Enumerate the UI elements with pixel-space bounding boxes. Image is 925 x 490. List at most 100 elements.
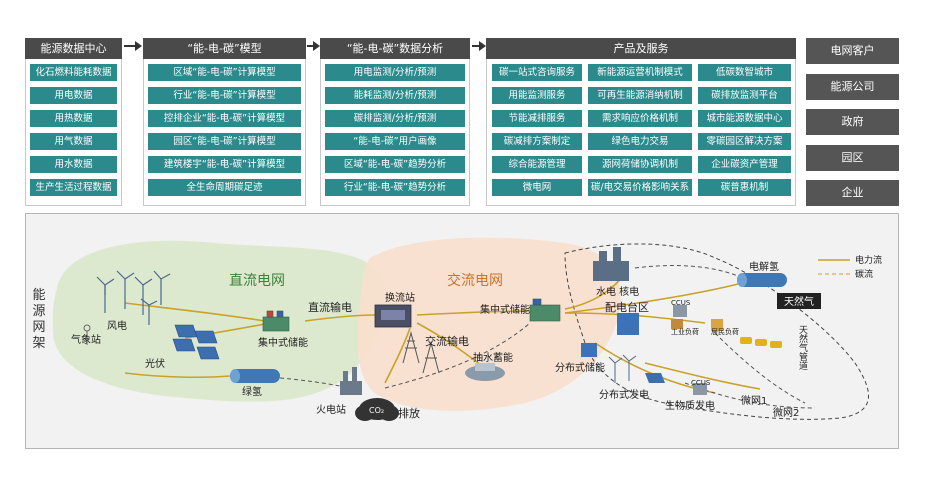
legend-power-label: 电力流 (855, 254, 882, 266)
label-green-hydrogen: 绿氢 (242, 385, 262, 398)
label-biomass: 生物质发电 (665, 399, 715, 412)
product-item[interactable]: 源网荷储协调机制 (588, 156, 692, 173)
pumped-storage-icon (465, 363, 505, 381)
product-item[interactable]: 新能源运营机制模式 (588, 64, 692, 81)
data-item[interactable]: 用水数据 (30, 156, 117, 173)
label-weather-station: 气象站 (71, 333, 101, 346)
label-distributed-storage: 分布式储能 (555, 361, 605, 374)
analysis-item[interactable]: 区域“能-电-碳”趋势分析 (325, 156, 465, 173)
product-item[interactable]: 需求响应价格机制 (588, 110, 692, 127)
customer-enterprise[interactable]: 企业 (806, 180, 899, 206)
side-title-char: 源 (32, 304, 45, 319)
product-item[interactable]: 碳/电交易价格影响关系 (588, 179, 692, 196)
side-title-char: 能 (32, 288, 45, 303)
label-wind: 风电 (107, 319, 127, 332)
label-microgrid-1: 微网1 (741, 394, 767, 407)
products-panel: 产品及服务 碳一站式咨询服务 用能监测服务 节能减排服务 碳减排方案制定 综合能… (486, 38, 796, 206)
label-distribution-area: 配电台区 (605, 300, 649, 314)
product-item[interactable]: 企业碳资产管理 (698, 156, 791, 173)
product-item[interactable]: 低碳数智城市 (698, 64, 791, 81)
energy-data-center-panel: 能源数据中心 化石燃料能耗数据 用电数据 用热数据 用气数据 用水数据 生产生活… (25, 38, 122, 206)
hydrogen-tank-icon (230, 369, 280, 383)
model-item[interactable]: 建筑楼宇“能-电-碳”计算模型 (148, 156, 301, 173)
product-item[interactable]: 用能监测服务 (492, 87, 582, 104)
dc-grid-zone (52, 240, 386, 402)
resident-load-icon (711, 319, 723, 331)
analysis-item[interactable]: 用电监测/分析/预测 (325, 64, 465, 81)
data-item[interactable]: 用热数据 (30, 110, 117, 127)
label-converter-station: 换流站 (385, 291, 415, 304)
label-thermal-plant: 火电站 (316, 403, 346, 416)
data-item[interactable]: 化石燃料能耗数据 (30, 64, 117, 81)
label-ccus: CCUS (671, 299, 691, 307)
model-item[interactable]: 全生命周期碳足迹 (148, 179, 301, 196)
product-item[interactable]: 可再生能源消纳机制 (588, 87, 692, 104)
product-item[interactable]: 城市能源数据中心 (698, 110, 791, 127)
solar-panel-icon (645, 373, 665, 383)
analysis-item[interactable]: “能-电-碳”用户画像 (325, 133, 465, 150)
legend: 电力流 碳流 (818, 254, 882, 280)
natural-gas-badge: 天然气 (777, 293, 821, 309)
data-item[interactable]: 生产生活过程数据 (30, 179, 117, 196)
product-item[interactable]: 碳减排方案制定 (492, 133, 582, 150)
legend-carbon-label: 碳流 (855, 268, 873, 280)
product-item[interactable]: 综合能源管理 (492, 156, 582, 173)
analysis-item[interactable]: 碳排监测/分析/预测 (325, 110, 465, 127)
customer-park[interactable]: 园区 (806, 145, 899, 171)
wind-turbine-icon (608, 354, 637, 383)
product-item[interactable]: 微电网 (492, 179, 582, 196)
storage-icon (581, 343, 597, 357)
label-gas-pipeline: 天然气管道 (797, 325, 808, 371)
flow-arrow (472, 41, 486, 51)
label-ac-transmission: 交流输电 (425, 334, 469, 348)
converter-station-icon (374, 304, 412, 328)
analysis-item[interactable]: 行业“能-电-碳”趋势分析 (325, 179, 465, 196)
label-hydro-nuclear: 水电 核电 (596, 285, 639, 298)
customer-government[interactable]: 政府 (806, 109, 899, 135)
model-item[interactable]: 区域“能-电-碳”计算模型 (148, 64, 301, 81)
flow-arrow (307, 41, 320, 51)
power-flow-lines (124, 272, 761, 394)
label-emission: 排放 (398, 406, 420, 420)
storage-icon (262, 310, 290, 332)
dc-grid-title: 直流电网 (229, 272, 285, 289)
flow-arrow (124, 41, 142, 51)
power-plant-icon (593, 247, 629, 281)
distribution-station-icon (617, 313, 639, 335)
energy-data-center-title: 能源数据中心 (25, 38, 122, 59)
model-item[interactable]: 行业“能-电-碳”计算模型 (148, 87, 301, 104)
customer-grid[interactable]: 电网客户 (806, 38, 899, 64)
label-microgrid-2: 微网2 (773, 406, 799, 419)
label-natural-gas: 天然气 (784, 295, 814, 308)
ccus-icon (673, 305, 687, 317)
energy-network-diagram: 能 源 网 架 直流电网 交流电网 (25, 213, 899, 449)
label-ccus: CCUS (691, 379, 711, 387)
thermal-plant-icon (340, 367, 362, 395)
ac-grid-title: 交流电网 (447, 272, 503, 289)
product-item[interactable]: 碳普惠机制 (698, 179, 791, 196)
side-title-char: 网 (32, 320, 45, 335)
weather-station-icon (83, 324, 91, 345)
data-item[interactable]: 用气数据 (30, 133, 117, 150)
product-item[interactable]: 碳一站式咨询服务 (492, 64, 582, 81)
wind-turbine-icon (96, 270, 171, 325)
label-co2: CO₂ (369, 406, 384, 415)
model-item[interactable]: 控排企业“能-电-碳”计算模型 (148, 110, 301, 127)
analysis-item[interactable]: 能耗监测/分析/预测 (325, 87, 465, 104)
product-item[interactable]: 零碳园区解决方案 (698, 133, 791, 150)
product-item[interactable]: 碳排放监测平台 (698, 87, 791, 104)
label-industry-load: 工业负荷 (671, 327, 699, 336)
model-panel: “能-电-碳”模型 区域“能-电-碳”计算模型 行业“能-电-碳”计算模型 控排… (143, 38, 306, 206)
label-electrolysis-h2: 电解氢 (749, 260, 779, 273)
product-item[interactable]: 绿色电力交易 (588, 133, 692, 150)
model-title: “能-电-碳”模型 (143, 38, 306, 59)
customer-energy-company[interactable]: 能源公司 (806, 74, 899, 100)
label-distributed-generation: 分布式发电 (599, 388, 649, 401)
electrolysis-tank-icon (737, 273, 787, 287)
product-item[interactable]: 节能减排服务 (492, 110, 582, 127)
model-item[interactable]: 园区“能-电-碳”计算模型 (148, 133, 301, 150)
data-item[interactable]: 用电数据 (30, 87, 117, 104)
label-dc-transmission: 直流输电 (308, 300, 352, 314)
transmission-tower-icon (402, 331, 440, 374)
label-pv: 光伏 (145, 357, 165, 370)
